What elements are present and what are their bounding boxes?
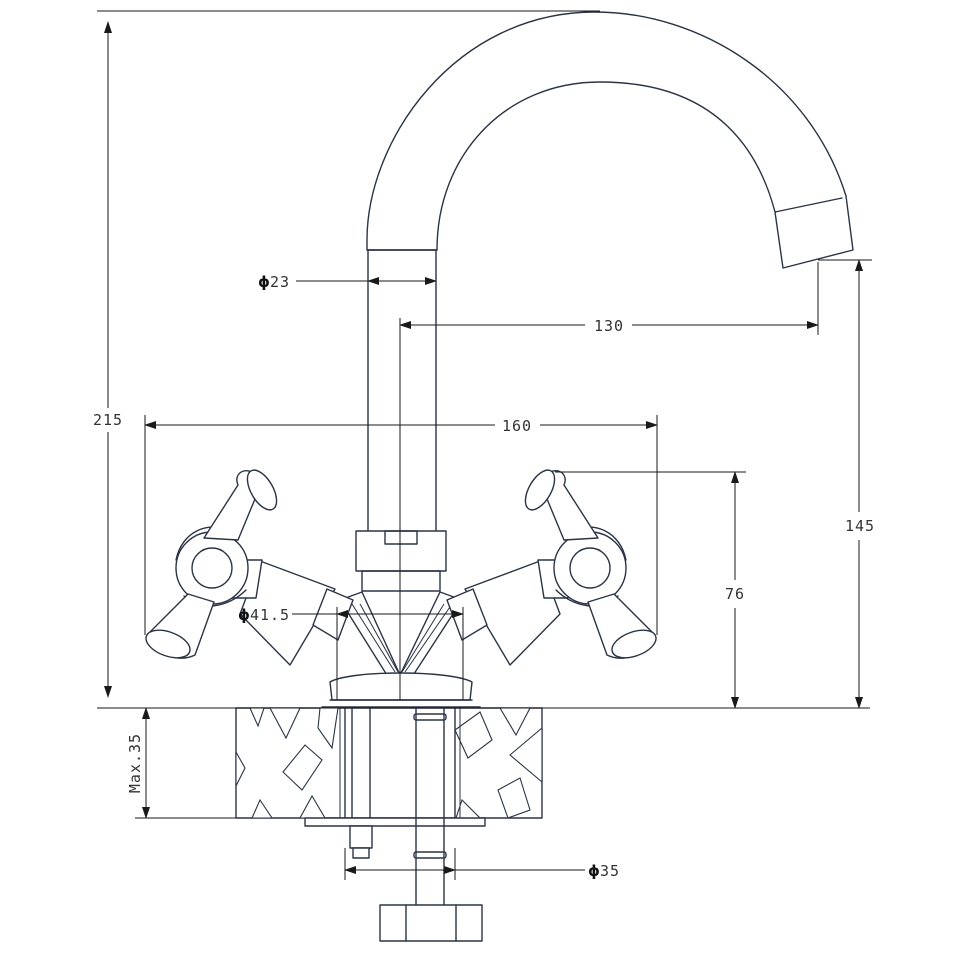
dim-spout-diameter: ϕ23 — [258, 273, 290, 291]
dim-handle-span: 160 — [502, 417, 532, 435]
spout-aerator-line — [774, 197, 843, 213]
dim-max-thickness: Max.35 — [126, 733, 144, 793]
dim-spout-reach: 130 — [594, 317, 624, 335]
body-cone — [339, 591, 463, 683]
dim-total-height: 215 — [93, 411, 123, 429]
faucet-outline — [145, 11, 854, 942]
dim-handle-height: 76 — [725, 585, 745, 603]
spout — [366, 11, 854, 269]
countertop-section — [235, 707, 543, 819]
dim-shank-diameter: ϕ35 — [588, 862, 620, 880]
left-cross-handle — [145, 469, 278, 659]
spout-collar — [355, 530, 447, 572]
dimension-lines — [97, 10, 872, 880]
dimension-labels: 215 ϕ23 130 160 145 76 ϕ41.5 Max.35 ϕ35 — [93, 273, 875, 880]
dim-outlet-height: 145 — [845, 517, 875, 535]
right-cross-handle — [524, 469, 657, 659]
base-escutcheon — [329, 672, 473, 701]
right-valve-arm — [446, 559, 569, 666]
under-counter-assembly — [304, 707, 486, 942]
dim-base-diameter: ϕ41.5 — [238, 606, 290, 624]
